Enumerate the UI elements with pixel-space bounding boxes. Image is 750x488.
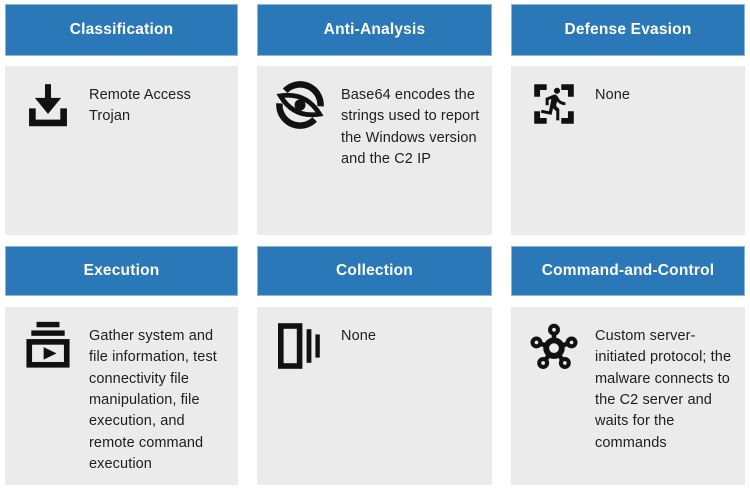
card-body-anti-analysis: Base64 encodes the strings used to repor… [257,66,492,235]
card-description: Custom server-initiated protocol; the ma… [595,328,732,451]
person-viewfinder-icon [527,78,581,129]
download-icon [21,78,75,136]
network-hub-icon [527,319,581,372]
card-description: Gather system and file information, test… [89,328,217,472]
card-header-collection: Collection [257,246,492,296]
card-classification: Classification Remote Access Trojan [5,4,238,235]
card-header-command-and-control: Command-and-Control [511,246,745,296]
card-body-collection: None [257,307,492,485]
card-body-execution: Gather system and file information, test… [5,307,238,485]
play-stack-icon [21,319,75,370]
card-header-defense-evasion: Defense Evasion [511,4,745,56]
hidden-eye-icon [273,78,327,131]
card-header-execution: Execution [5,246,238,296]
card-command-and-control: Command-and-Control [511,246,745,485]
card-description: Remote Access Trojan [89,87,192,125]
gallery-icon [273,319,327,372]
card-body-classification: Remote Access Trojan [5,66,238,235]
card-defense-evasion: Defense Evasion None [511,4,745,235]
card-description: None [595,87,631,103]
card-body-command-and-control: Custom server-initiated protocol; the ma… [511,307,745,485]
card-execution: Execution Gather system and file informa… [5,246,238,485]
card-anti-analysis: Anti-Analysis Base64 encodes the strings… [257,4,492,235]
card-collection: Collection None [257,246,492,485]
card-description: Base64 encodes the strings used to repor… [341,87,480,167]
card-header-classification: Classification [5,4,238,56]
card-description: None [341,328,377,344]
card-body-defense-evasion: None [511,66,745,235]
card-header-anti-analysis: Anti-Analysis [257,4,492,56]
